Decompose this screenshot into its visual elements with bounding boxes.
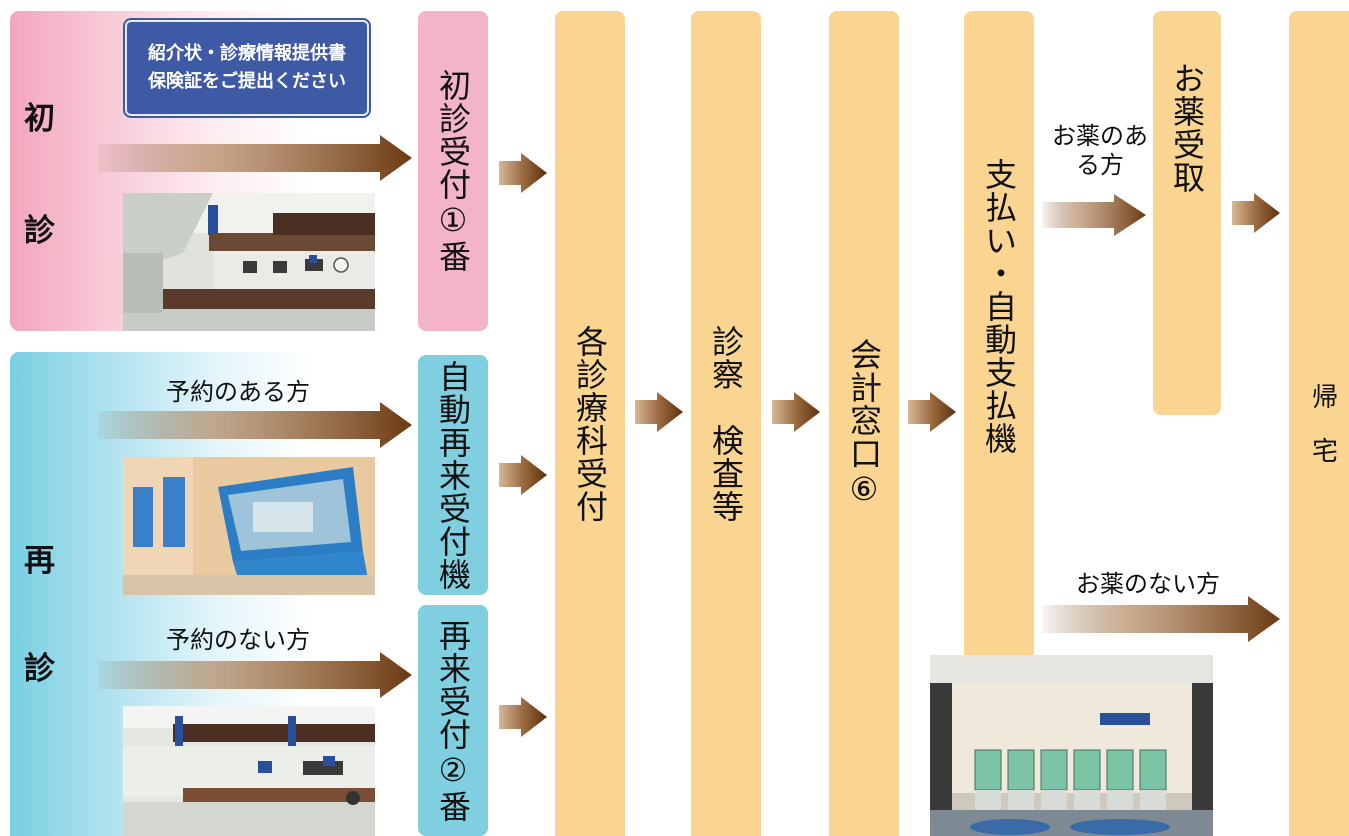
arrow-with-appointment xyxy=(98,402,412,448)
auto-reception-machine-box: 自動再来受付機 xyxy=(418,355,488,595)
repeat-visit-title-top: 再 xyxy=(24,543,55,579)
auto-reception-machine-photo xyxy=(123,457,375,595)
arrow-first-visit xyxy=(98,135,412,181)
go-home-step: 帰 宅 xyxy=(1289,11,1349,836)
arrow-medicine-to-home xyxy=(1232,193,1280,233)
first-visit-title-top: 初 xyxy=(24,101,55,137)
payment-machine-photo xyxy=(930,655,1213,836)
notice-line-1: 紹介状・診療情報提供書 xyxy=(148,43,346,65)
first-visit-reception-photo xyxy=(123,193,375,331)
arrow-to-examination xyxy=(635,392,683,432)
arrow-first-to-department xyxy=(499,153,547,193)
arrow-repeat-to-department xyxy=(499,697,547,737)
arrow-with-medicine xyxy=(1042,194,1146,236)
arrow-without-appointment xyxy=(98,652,412,698)
repeat-visit-title-bottom: 診 xyxy=(24,651,55,687)
without-appointment-label: 予約のない方 xyxy=(166,626,310,654)
first-visit-title-bottom: 診 xyxy=(24,213,55,249)
with-medicine-label: お薬のある方 xyxy=(1052,122,1148,179)
without-medicine-label: お薬のない方 xyxy=(1076,570,1220,598)
medicine-pickup-step: お薬受取 xyxy=(1153,11,1221,415)
with-appointment-label: 予約のある方 xyxy=(166,378,310,406)
arrow-auto-to-department xyxy=(499,455,547,495)
repeat-reception-counter-2: 再来受付②番 xyxy=(418,605,488,836)
arrow-to-payment xyxy=(908,392,956,432)
repeat-reception-photo xyxy=(123,706,375,836)
arrow-without-medicine xyxy=(1042,596,1280,642)
notice-line-2: 保険証をご提出ください xyxy=(148,71,346,92)
payment-step: 支払い・自動支払機 xyxy=(964,11,1034,661)
first-visit-reception-counter-1: 初診受付①番 xyxy=(418,11,488,331)
examination-step: 診察 検査等 xyxy=(691,11,761,836)
department-reception-step: 各診療科受付 xyxy=(555,11,625,836)
accounting-window-step: 会計窓口⑥ xyxy=(829,11,899,836)
arrow-to-accounting xyxy=(772,392,820,432)
document-notice-box: 紹介状・診療情報提供書 保険証をご提出ください xyxy=(125,20,369,116)
